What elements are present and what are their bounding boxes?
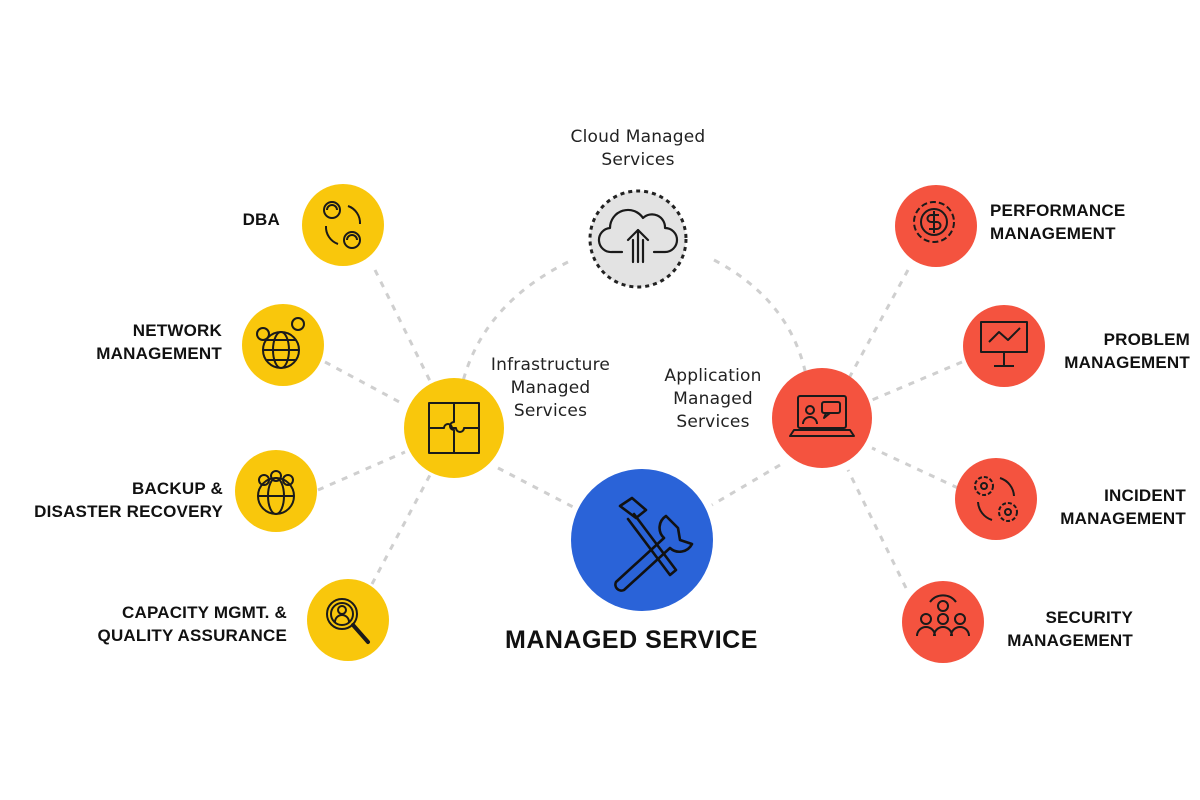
- connector-infra-network: [324, 360, 406, 407]
- gear-dollar-icon: [913, 201, 955, 243]
- magnifier-user-icon: [326, 598, 370, 644]
- performance-label: PERFORMANCE MANAGEMENT: [990, 201, 1126, 243]
- security-circle: [902, 581, 984, 663]
- tools-icon: [614, 496, 694, 592]
- incident-circle: [955, 458, 1037, 540]
- connectors: [317, 258, 963, 589]
- network-label: NETWORK MANAGEMENT: [96, 321, 222, 363]
- connector-infra-capacity: [370, 474, 432, 585]
- backup-circle: [235, 450, 317, 532]
- performance-node: [895, 185, 977, 267]
- infrastructure-hub-label: Infrastructure Managed Services: [490, 355, 611, 421]
- monitor-chart-icon: [980, 321, 1028, 367]
- cloud-hub-label: Cloud Managed Services: [570, 127, 706, 170]
- connector-infra-dba: [373, 269, 434, 386]
- performance-circle: [895, 185, 977, 267]
- incident-node: [955, 458, 1037, 540]
- problem-label: PROBLEM MANAGEMENT: [1064, 330, 1190, 372]
- dba-circle: [302, 184, 384, 266]
- capacity-node: [307, 579, 389, 661]
- dba-label: DBA: [242, 210, 280, 229]
- connector-infra-core: [497, 466, 576, 510]
- diagram-title: MANAGED SERVICE: [505, 626, 758, 654]
- application-hub-label: Application Managed Services: [664, 366, 762, 432]
- cloud-hub: [588, 189, 688, 289]
- problem-circle: [963, 305, 1045, 387]
- core-hub-circle: [571, 469, 713, 611]
- infrastructure-hub: [404, 378, 504, 478]
- application-hub-circle: [772, 368, 872, 468]
- laptop-chat-icon: [789, 395, 855, 437]
- globe-users-icon: [256, 317, 305, 369]
- dba-node: [302, 184, 384, 266]
- globe-hands-icon: [257, 470, 295, 515]
- application-hub: [772, 368, 872, 468]
- capacity-label: CAPACITY MGMT. & QUALITY ASSURANCE: [97, 603, 287, 645]
- security-label: SECURITY MANAGEMENT: [1007, 608, 1133, 650]
- connector-app-core: [711, 463, 781, 507]
- puzzle-icon: [428, 402, 480, 454]
- cloud-upload-icon: [597, 208, 679, 264]
- user-sync-icon: [323, 201, 362, 249]
- backup-node: [235, 450, 317, 532]
- network-circle: [242, 304, 324, 386]
- backup-label: BACKUP & DISASTER RECOVERY: [34, 479, 223, 521]
- team-network-icon: [916, 594, 970, 637]
- security-node: [902, 581, 984, 663]
- connector-cloud-infra: [460, 260, 569, 386]
- connector-cloud-app: [713, 258, 808, 376]
- connector-infra-backup: [317, 450, 406, 492]
- incident-label: INCIDENT MANAGEMENT: [1060, 486, 1186, 528]
- connector-app-incident: [871, 446, 959, 490]
- problem-node: [963, 305, 1045, 387]
- connector-app-problem: [871, 360, 963, 402]
- core-hub: [571, 469, 713, 611]
- connector-app-security: [846, 469, 908, 589]
- gears-cycle-icon: [974, 476, 1018, 522]
- network-node: [242, 304, 324, 386]
- connector-app-performance: [846, 269, 910, 381]
